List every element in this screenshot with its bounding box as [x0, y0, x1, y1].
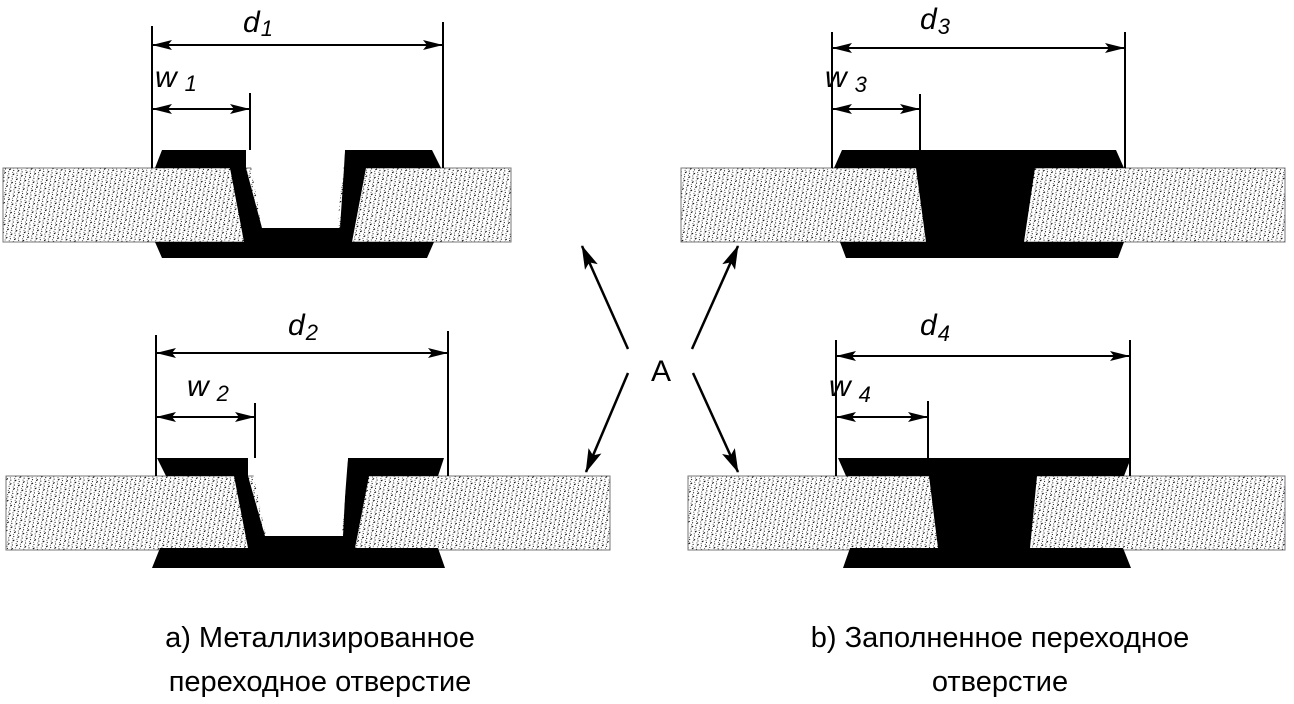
d-label: d3 — [920, 3, 951, 39]
copper-fill — [834, 150, 1124, 258]
d-label: d1 — [243, 6, 273, 41]
callout-arrow — [584, 372, 630, 473]
copper-plating — [152, 458, 445, 568]
copper-fill — [838, 458, 1131, 568]
copper-plating — [155, 150, 441, 258]
via-hole — [248, 150, 345, 228]
caption-line: отверстие — [931, 666, 1069, 698]
d-label: d2 — [288, 309, 318, 345]
d-label: d4 — [920, 309, 950, 346]
callout-arrow — [691, 372, 740, 473]
caption-line: a) Металлизированное — [165, 622, 475, 654]
caption-line: b) Заполненное переходное — [810, 622, 1190, 654]
caption-plated-via: a) Металлизированное переходное отверсти… — [80, 616, 560, 704]
substrate-callout: A — [580, 245, 740, 473]
callout-arrow — [580, 245, 630, 350]
callout-arrow — [690, 245, 740, 350]
callout-label: A — [651, 355, 671, 388]
caption-filled-via: b) Заполненное переходное отверстие — [740, 616, 1260, 704]
caption-line: переходное отверстие — [168, 666, 472, 698]
via-hole — [250, 458, 348, 536]
